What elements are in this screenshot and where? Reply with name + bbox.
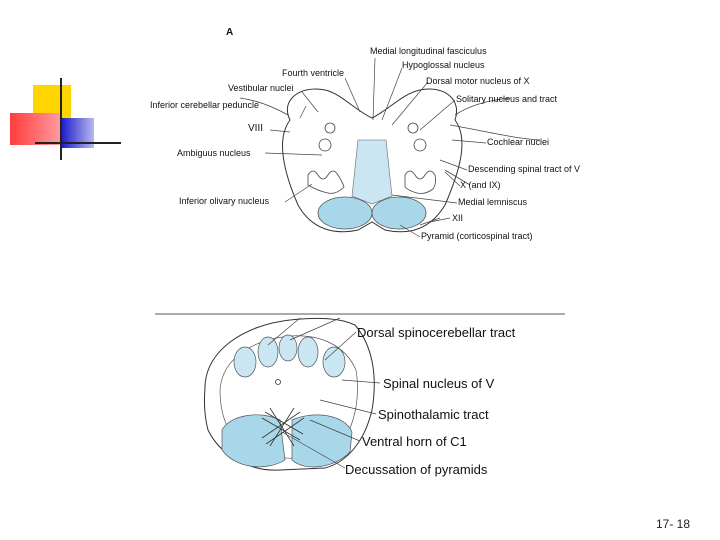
cerebellar-peduncle-left bbox=[239, 97, 289, 116]
label-xii: XII bbox=[452, 213, 464, 223]
leader-lines-b bbox=[267, 317, 381, 469]
pyramid-b-right bbox=[291, 414, 353, 468]
cochlear-nerve-right bbox=[449, 124, 541, 141]
label-inf-olivary: Inferior olivary nucleus bbox=[179, 196, 270, 206]
label-hypoglossal: Hypoglossal nucleus bbox=[402, 60, 485, 70]
label-dorsal-motor: Dorsal motor nucleus of X bbox=[426, 76, 530, 86]
central-canal bbox=[275, 379, 281, 385]
olivary-left bbox=[307, 170, 345, 194]
label-ventral-horn: Ventral horn of C1 bbox=[362, 434, 467, 449]
label-dorsal-spinocerebellar: Dorsal spinocerebellar tract bbox=[357, 325, 516, 340]
label-pyramid: Pyramid (corticospinal tract) bbox=[421, 231, 533, 241]
pyramid-left bbox=[317, 196, 373, 230]
label-x-ix: X (and IX) bbox=[460, 180, 501, 190]
deco-horizontal-line bbox=[35, 142, 121, 144]
label-mlf: Medial longitudinal fasciculus bbox=[370, 46, 487, 56]
decussation-fibers bbox=[261, 407, 305, 447]
label-solitary: Solitary nucleus and tract bbox=[456, 94, 558, 104]
deco-vertical-line bbox=[60, 78, 62, 160]
cerebellar-peduncle-right bbox=[454, 97, 511, 116]
leader-lines-a bbox=[264, 57, 487, 238]
nucleus-left-2 bbox=[318, 138, 332, 152]
label-desc-spinal-v: Descending spinal tract of V bbox=[468, 164, 581, 174]
dorsal-column-l1 bbox=[233, 346, 257, 378]
nucleus-right-1 bbox=[407, 122, 419, 134]
medial-lemniscus-region bbox=[351, 139, 393, 205]
olivary-right bbox=[404, 170, 437, 194]
label-vestibular: Vestibular nuclei bbox=[228, 83, 294, 93]
label-icp: Inferior cerebellar peduncle bbox=[150, 100, 260, 110]
deco-red-square bbox=[10, 113, 60, 145]
label-cochlear: Cochlear nuclei bbox=[487, 137, 550, 147]
slide-number: 17- 18 bbox=[655, 517, 690, 531]
dorsal-column-l2 bbox=[257, 336, 279, 368]
nerve-x-rootlet bbox=[444, 169, 471, 186]
nucleus-left-1 bbox=[324, 122, 336, 134]
label-decussation: Decussation of pyramids bbox=[345, 462, 488, 477]
dorsal-column-r2 bbox=[322, 346, 346, 378]
nucleus-right-2 bbox=[413, 138, 427, 152]
pyramid-right bbox=[371, 196, 427, 230]
label-fourth-ventricle: Fourth ventricle bbox=[282, 68, 345, 78]
nerve-xii-rootlet bbox=[419, 217, 441, 226]
pyramid-b-left bbox=[221, 414, 286, 468]
panel-label-a: A bbox=[226, 27, 234, 38]
label-spinothalamic: Spinothalamic tract bbox=[378, 407, 489, 422]
label-viii: VIII bbox=[248, 123, 264, 134]
label-medial-lemniscus: Medial lemniscus bbox=[458, 197, 528, 207]
label-ambiguus: Ambiguus nucleus bbox=[177, 148, 251, 158]
central-column bbox=[278, 334, 298, 362]
dorsal-column-r1 bbox=[297, 336, 319, 368]
label-spinal-nucleus-v: Spinal nucleus of V bbox=[383, 376, 495, 391]
